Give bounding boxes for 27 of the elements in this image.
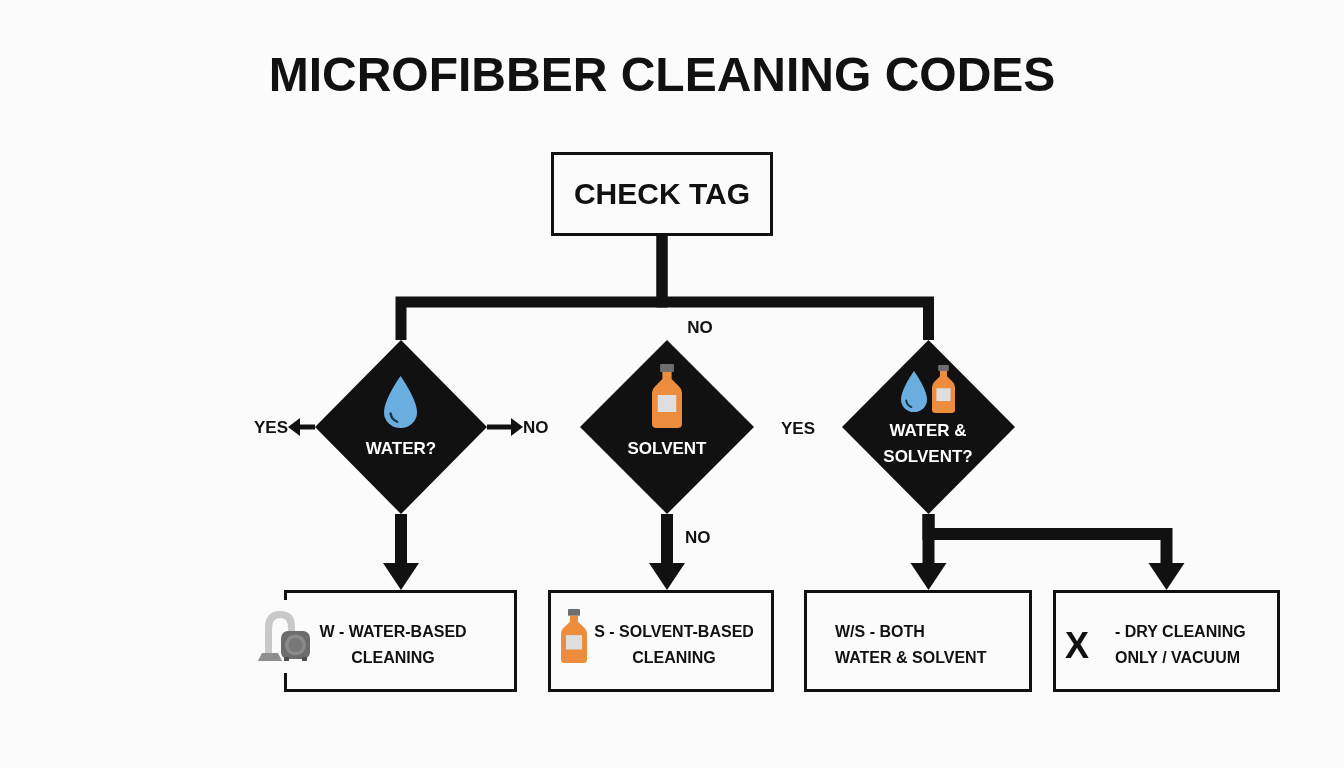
result-box bbox=[1053, 590, 1280, 692]
title: MICROFIBBER CLEANING CODES bbox=[268, 47, 1056, 103]
decision-diamond bbox=[842, 340, 1015, 514]
branch-label: NO bbox=[523, 418, 549, 438]
process-box bbox=[551, 152, 773, 236]
result-box bbox=[284, 590, 517, 692]
decision-text: WATER? bbox=[365, 439, 437, 459]
arrow bbox=[922, 514, 1185, 590]
code-letter: X bbox=[1065, 625, 1089, 667]
arrow bbox=[383, 514, 419, 590]
code-text: W - WATER-BASED CLEANING bbox=[319, 622, 467, 668]
decision-diamond bbox=[580, 340, 754, 514]
branch-label: YES bbox=[781, 419, 815, 439]
code-text: W/S - BOTH WATER & SOLVENT bbox=[835, 622, 987, 668]
decision-text: SOLVENT bbox=[627, 439, 707, 459]
code-text: - DRY CLEANING ONLY / VACUUM bbox=[1115, 622, 1246, 668]
arrow bbox=[487, 418, 523, 436]
result-box bbox=[804, 590, 1032, 692]
branch-label: NO bbox=[687, 318, 713, 338]
decision-diamond bbox=[315, 340, 487, 514]
arrow bbox=[649, 514, 685, 590]
code-text: S - SOLVENT-BASED CLEANING bbox=[594, 622, 754, 668]
node-text: CHECK TAG bbox=[573, 176, 751, 212]
arrow bbox=[288, 418, 315, 436]
branch-label: YES bbox=[253, 418, 288, 438]
decision-text: WATER & SOLVENT? bbox=[883, 420, 973, 468]
result-box bbox=[548, 590, 774, 692]
